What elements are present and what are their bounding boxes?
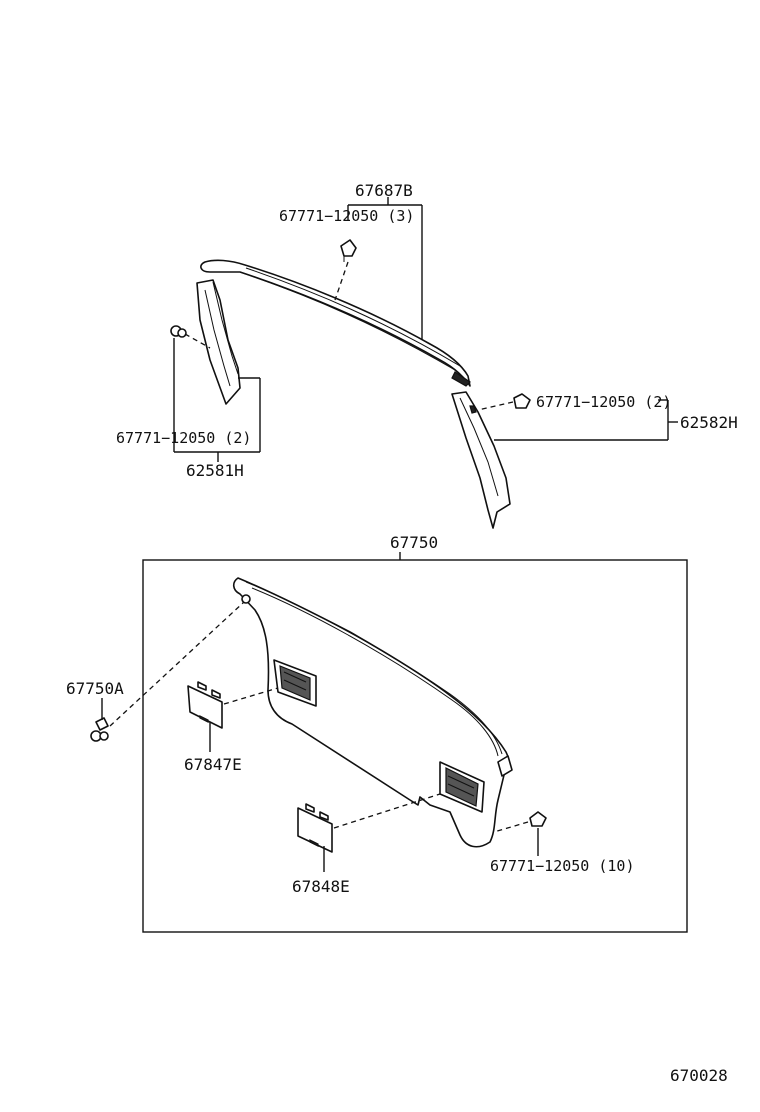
left-pillar-part	[196, 279, 241, 405]
label-fastener: 67750A	[66, 679, 124, 698]
clip-top-icon	[340, 239, 357, 262]
label-clip-top: 67771−12050 (3)	[279, 207, 414, 225]
label-top-trim: 67687B	[355, 181, 413, 200]
clip-panel-dashline	[493, 821, 529, 833]
fastener-dashline	[109, 601, 245, 727]
label-clip-panel: 67771−12050 (10)	[490, 857, 635, 875]
cover-upper-part	[187, 681, 223, 729]
door-panel-part	[232, 577, 513, 848]
right-pillar-part	[451, 391, 511, 529]
clip-right-dashline	[477, 401, 514, 411]
clip-left-icon	[170, 325, 187, 338]
clip-right-icon	[513, 393, 531, 409]
label-clip-left: 67771−12050 (2)	[116, 429, 251, 447]
cover-lower-part	[297, 803, 333, 853]
label-cover-lower: 67848E	[292, 877, 350, 896]
right-pillar-bracket	[494, 399, 678, 441]
left-pillar-bracket	[173, 338, 261, 462]
clip-panel-icon	[529, 811, 547, 827]
label-clip-right: 67771−12050 (2)	[536, 393, 671, 411]
label-right-pillar: 62582H	[680, 413, 738, 432]
top-trim-part	[200, 259, 471, 387]
clip-left-dashline	[184, 333, 211, 349]
label-left-pillar: 62581H	[186, 461, 244, 480]
cover-lower-dashline	[333, 793, 441, 829]
label-door-panel: 67750	[390, 533, 438, 552]
top-trim-bracket	[347, 197, 423, 340]
fastener-icon	[90, 717, 109, 742]
label-cover-upper: 67847E	[184, 755, 242, 774]
cover-upper-dashline	[223, 687, 279, 705]
door-panel-frame	[142, 559, 688, 933]
clip-top-dashline	[334, 261, 349, 301]
diagram-number: 670028	[670, 1066, 728, 1085]
